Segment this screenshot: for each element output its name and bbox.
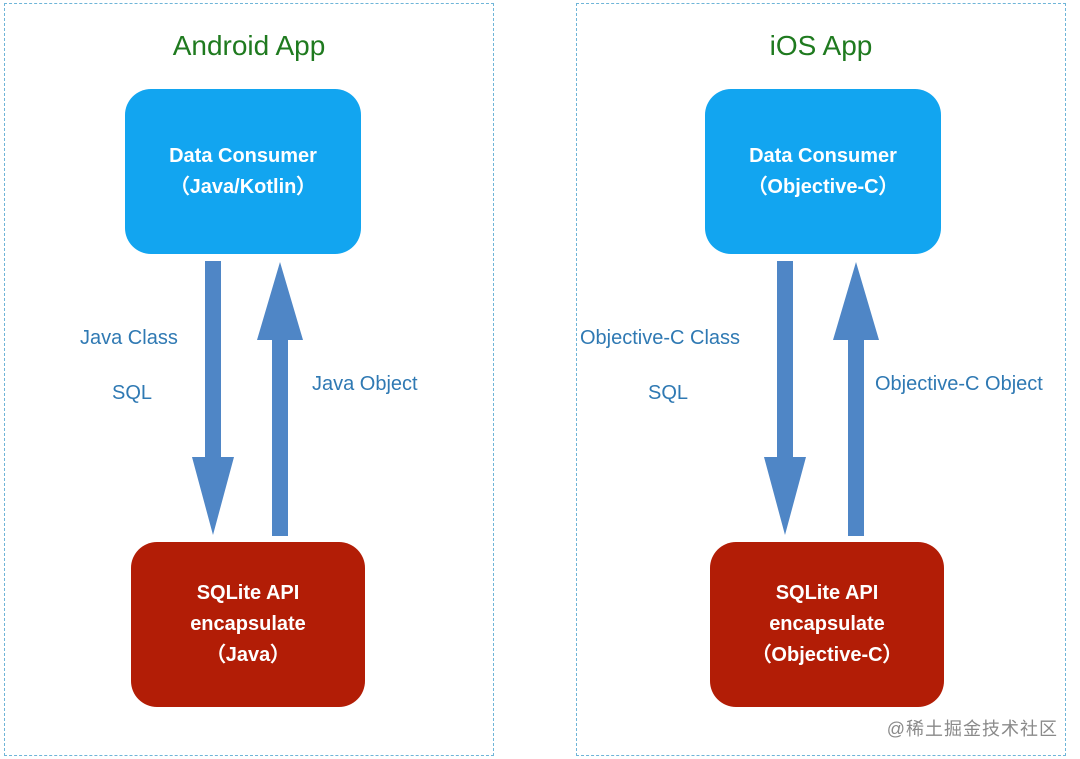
android-sqlite-line2: encapsulate xyxy=(190,613,306,635)
android-down-label-sql: SQL xyxy=(112,382,153,404)
android-app-panel: Android App Data Consumer （Java/Kotlin） … xyxy=(4,3,494,756)
android-consumer-line1: Data Consumer xyxy=(169,144,317,167)
android-down-label-class: Java Class xyxy=(80,327,178,349)
ios-sqlite-line2: encapsulate xyxy=(769,613,885,635)
android-panel-title: Android App xyxy=(172,30,326,61)
ios-panel-title: iOS App xyxy=(769,30,873,61)
android-consumer-line2: （Java/Kotlin） xyxy=(169,175,317,198)
watermark: @稀土掘金技术社区 xyxy=(886,719,1058,739)
android-up-label-object: Java Object xyxy=(312,373,418,395)
android-down-arrow xyxy=(192,261,234,535)
android-down-arrow-shape xyxy=(192,261,234,535)
ios-app-panel: iOS App Data Consumer （Objective-C） Obje… xyxy=(576,3,1066,756)
ios-data-consumer-box: Data Consumer （Objective-C） xyxy=(705,89,941,254)
ios-up-arrow xyxy=(833,262,879,536)
ios-sqlite-line1: SQLite API xyxy=(775,582,879,604)
android-sqlite-line3: （Java） xyxy=(205,644,291,666)
android-sqlite-api-box: SQLite API encapsulate （Java） xyxy=(131,542,365,707)
ios-up-label-object: Objective-C Object xyxy=(875,373,1043,395)
ios-down-label-class: Objective-C Class xyxy=(580,327,741,349)
ios-sqlite-line3: （Objective-C） xyxy=(751,644,903,666)
ios-sqlite-api-box: SQLite API encapsulate （Objective-C） xyxy=(710,542,944,707)
android-up-arrow xyxy=(257,262,303,536)
ios-down-label-sql: SQL xyxy=(648,382,689,404)
ios-consumer-line1: Data Consumer xyxy=(749,144,897,167)
android-data-consumer-box: Data Consumer （Java/Kotlin） xyxy=(125,89,361,254)
ios-down-arrow-shape xyxy=(764,261,806,535)
android-up-arrow-shape xyxy=(257,262,303,536)
ios-up-arrow-shape xyxy=(833,262,879,536)
ios-down-arrow xyxy=(764,261,806,535)
ios-consumer-line2: （Objective-C） xyxy=(747,175,899,198)
android-sqlite-line1: SQLite API xyxy=(196,582,300,604)
